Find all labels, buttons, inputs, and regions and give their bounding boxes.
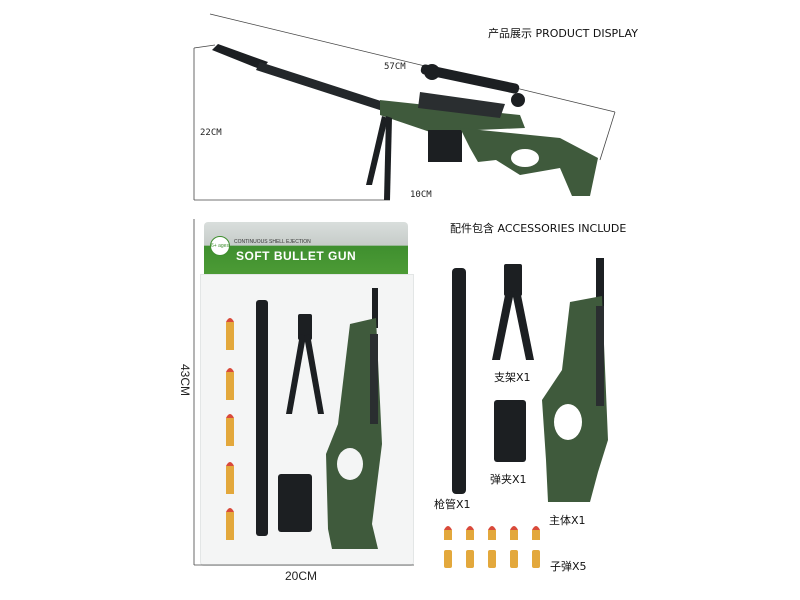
age-badge: 6+ ages [210,236,230,256]
accessories-header: 配件包含 ACCESSORIES INCLUDE [450,222,627,235]
accessory-barrel [452,268,466,494]
package-barrel [256,300,268,536]
rifle-top [212,44,598,200]
accessory-label-body: 主体X1 [549,514,586,527]
package-dimension-lines [193,219,414,566]
accessory-bullets [444,526,540,568]
package-subtitle: CONTINUOUS SHELL EJECTION [234,239,311,245]
accessories-image [444,258,608,568]
product-display-label: 产品展示 PRODUCT DISPLAY [488,27,638,40]
package-header [204,222,408,274]
accessory-label-bullets: 子弹X5 [550,560,587,573]
package-title: SOFT BULLET GUN [236,249,357,263]
accessory-rifle-body [542,258,608,502]
accessory-bipod [492,264,534,360]
dim-package-width: 20CM [285,569,318,583]
accessory-label-bipod: 支架X1 [494,371,531,384]
dim-bipod-height: 10CM [410,190,432,200]
accessory-label-magazine: 弹夹X1 [490,473,527,486]
dimension-lines [193,13,616,201]
dim-length: 57CM [384,62,406,72]
package-bipod [286,314,324,414]
package-bullets [226,318,234,540]
accessory-label-barrel: 枪管X1 [434,498,471,511]
accessory-magazine [494,400,526,462]
package-contents-image [226,288,382,549]
dim-height: 22CM [200,128,222,138]
package-rifle-body [326,288,382,549]
package-magazine [278,474,312,532]
rifle-assembled-image [193,13,616,201]
